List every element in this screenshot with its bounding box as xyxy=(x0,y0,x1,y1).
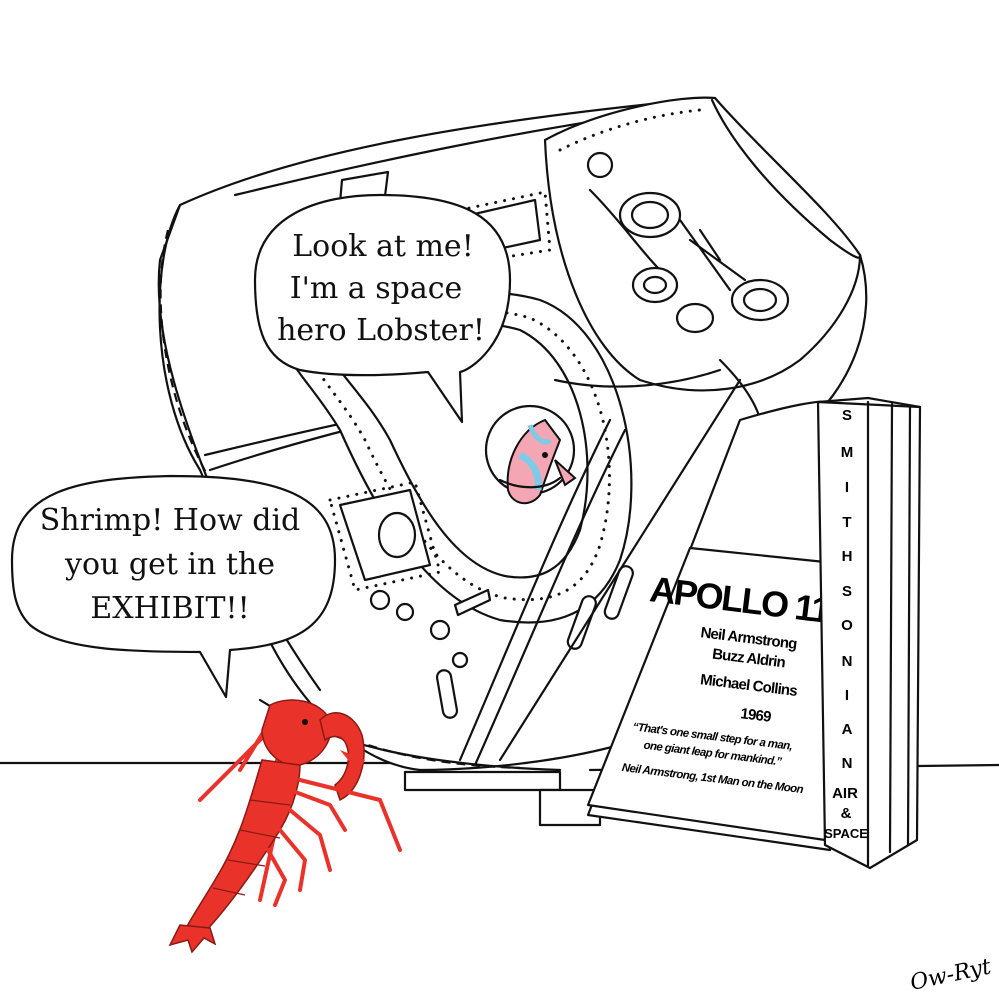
side-letter-4: T xyxy=(842,514,851,531)
shrimp-speech-bubble: Look at me! I'm a space hero Lobster! xyxy=(253,193,512,424)
side-letter-1: S xyxy=(842,407,852,424)
lobster-line-2: you get in the xyxy=(64,547,275,582)
side-letter-9: I xyxy=(845,687,849,704)
shrimp-line-2: I'm a space xyxy=(290,271,463,306)
lobster-line-3: EXHIBIT!! xyxy=(90,591,249,626)
side-space: SPACE xyxy=(824,826,868,841)
side-letter-2: M xyxy=(841,444,854,461)
artist-signature: Ow-Ryt xyxy=(908,954,993,995)
side-letter-11: N xyxy=(842,755,853,772)
red-lobster xyxy=(168,699,402,954)
side-letter-7: O xyxy=(841,617,853,634)
side-letter-5: H xyxy=(842,548,853,565)
lobster-line-1: Shrimp! How did xyxy=(40,503,301,538)
side-letter-6: S xyxy=(842,583,852,600)
shrimp-line-3: hero Lobster! xyxy=(277,313,485,348)
exhibit-plaque: APOLLO 11 Neil Armstrong Buzz Aldrin Mic… xyxy=(586,400,833,852)
shrimp-astronaut xyxy=(484,404,577,505)
side-letter-3: I xyxy=(845,479,849,496)
side-amp: & xyxy=(841,805,852,822)
side-letter-8: N xyxy=(842,653,853,670)
side-letter-10: A xyxy=(842,721,853,738)
smithsonian-panel: S M I T H S O N I A N AIR & SPACE xyxy=(816,396,922,870)
plaque-year: 1969 xyxy=(740,705,772,726)
shrimp-line-1: Look at me! xyxy=(292,229,474,264)
side-air: AIR xyxy=(832,785,858,802)
lobster-speech-bubble: Shrimp! How did you get in the EXHIBIT!! xyxy=(10,474,337,699)
